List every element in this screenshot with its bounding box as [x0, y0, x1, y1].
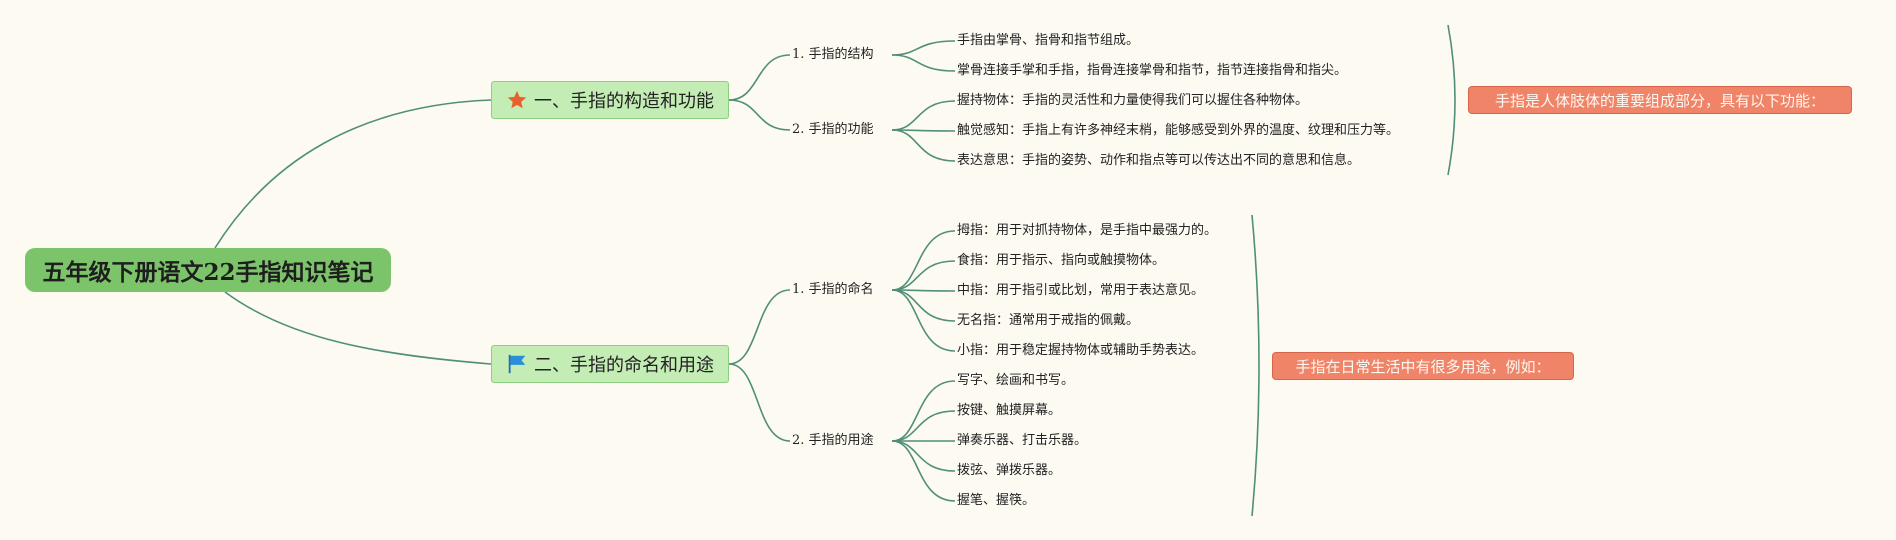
- subtopic-naming[interactable]: 1. 手指的命名: [792, 282, 874, 298]
- connector-leaf: [891, 260, 956, 291]
- leaf-text: 握持物体：手指的灵活性和力量使得我们可以握住各种物体。: [957, 93, 1309, 108]
- summary-text: 手指是人体肢体的重要组成部分，具有以下功能：: [1494, 91, 1825, 110]
- subtopic-label: 1. 手指的命名: [792, 282, 874, 297]
- leaf-item[interactable]: 中指：用于指引或比划，常用于表达意见。: [957, 283, 1204, 299]
- flag-icon: [506, 353, 528, 375]
- leaf-text: 掌骨连接手掌和手指，指骨连接掌骨和指节，指节连接指骨和指尖。: [957, 63, 1348, 78]
- connector-leaf: [891, 289, 956, 352]
- root-topic[interactable]: 五年级下册语文22手指知识笔记: [25, 248, 391, 292]
- subtopic-structure[interactable]: 1. 手指的结构: [792, 47, 874, 63]
- leaf-item[interactable]: 握笔、握筷。: [957, 493, 1035, 509]
- summary-bracket-1: [1447, 24, 1456, 176]
- branch-title: 一、手指的构造和功能: [534, 91, 714, 112]
- branch-title: 二、手指的命名和用途: [534, 355, 714, 376]
- connector-root-branch1: [214, 99, 492, 249]
- leaf-item[interactable]: 掌骨连接手掌和手指，指骨连接掌骨和指节，指节连接指骨和指尖。: [957, 63, 1347, 79]
- leaf-item[interactable]: 拇指：用于对抓持物体，是手指中最强力的。: [957, 223, 1217, 239]
- connector-leaf: [891, 410, 956, 442]
- summary-box-functions[interactable]: 手指是人体肢体的重要组成部分，具有以下功能：: [1468, 86, 1852, 114]
- leaf-item[interactable]: 小指：用于稳定握持物体或辅助手势表达。: [957, 343, 1204, 359]
- subtopic-label: 2. 手指的功能: [792, 122, 874, 137]
- connector-root-branch2: [224, 291, 492, 365]
- branch-naming-usage[interactable]: 二、手指的命名和用途: [491, 345, 729, 383]
- connector-leaf: [891, 440, 956, 472]
- connector-leaf: [891, 380, 956, 442]
- connector-leaf: [891, 54, 956, 72]
- subtopic-function[interactable]: 2. 手指的功能: [792, 122, 874, 138]
- connector-leaf: [891, 289, 956, 322]
- leaf-item[interactable]: 拨弦、弹拨乐器。: [957, 463, 1061, 479]
- connector-branch1-sub1: [728, 54, 791, 101]
- connector-leaf: [891, 40, 956, 56]
- leaf-text: 手指由掌骨、指骨和指节组成。: [957, 33, 1140, 48]
- star-icon: [506, 89, 528, 111]
- connector-branch2-sub1: [728, 289, 791, 365]
- leaf-text: 无名指：通常用于戒指的佩戴。: [957, 313, 1140, 328]
- leaf-text: 按键、触摸屏幕。: [957, 403, 1062, 418]
- leaf-item[interactable]: 握持物体：手指的灵活性和力量使得我们可以握住各种物体。: [957, 93, 1308, 109]
- leaf-text: 握笔、握筷。: [957, 493, 1036, 508]
- leaf-item[interactable]: 无名指：通常用于戒指的佩戴。: [957, 313, 1139, 329]
- leaf-item[interactable]: 表达意思：手指的姿势、动作和指点等可以传达出不同的意思和信息。: [957, 153, 1360, 169]
- summary-bracket-2: [1251, 214, 1260, 517]
- leaf-text: 食指：用于指示、指向或触摸物体。: [957, 253, 1166, 268]
- leaf-text: 拨弦、弹拨乐器。: [957, 463, 1062, 478]
- leaf-text: 拇指：用于对抓持物体，是手指中最强力的。: [957, 223, 1218, 238]
- leaf-text: 中指：用于指引或比划，常用于表达意见。: [957, 283, 1205, 298]
- summary-text: 手指在日常生活中有很多用途，例如：: [1295, 357, 1551, 376]
- leaf-item[interactable]: 弹奏乐器、打击乐器。: [957, 433, 1087, 449]
- leaf-item[interactable]: 写字、绘画和书写。: [957, 373, 1074, 389]
- leaf-item[interactable]: 按键、触摸屏幕。: [957, 403, 1061, 419]
- connector-branch1-sub2: [728, 99, 791, 131]
- leaf-text: 写字、绘画和书写。: [957, 373, 1075, 388]
- leaf-item[interactable]: 食指：用于指示、指向或触摸物体。: [957, 253, 1165, 269]
- leaf-item[interactable]: 触觉感知：手指上有许多神经末梢，能够感受到外界的温度、纹理和压力等。: [957, 123, 1399, 139]
- subtopic-usage[interactable]: 2. 手指的用途: [792, 433, 874, 449]
- leaf-text: 弹奏乐器、打击乐器。: [957, 433, 1088, 448]
- summary-box-usage[interactable]: 手指在日常生活中有很多用途，例如：: [1272, 352, 1574, 380]
- leaf-text: 表达意思：手指的姿势、动作和指点等可以传达出不同的意思和信息。: [957, 153, 1361, 168]
- branch-structure-function[interactable]: 一、手指的构造和功能: [491, 81, 729, 119]
- subtopic-label: 2. 手指的用途: [792, 433, 874, 448]
- subtopic-label: 1. 手指的结构: [792, 47, 874, 62]
- connector-leaf: [891, 129, 956, 162]
- leaf-item[interactable]: 手指由掌骨、指骨和指节组成。: [957, 33, 1139, 49]
- leaf-text: 触觉感知：手指上有许多神经末梢，能够感受到外界的温度、纹理和压力等。: [957, 123, 1400, 138]
- connector-leaf: [891, 100, 956, 131]
- connector-branch2-sub2: [728, 363, 791, 442]
- connector-leaf: [891, 440, 956, 502]
- root-title: 五年级下册语文22手指知识笔记: [42, 259, 374, 286]
- connector-leaf: [891, 230, 956, 291]
- leaf-text: 小指：用于稳定握持物体或辅助手势表达。: [957, 343, 1205, 358]
